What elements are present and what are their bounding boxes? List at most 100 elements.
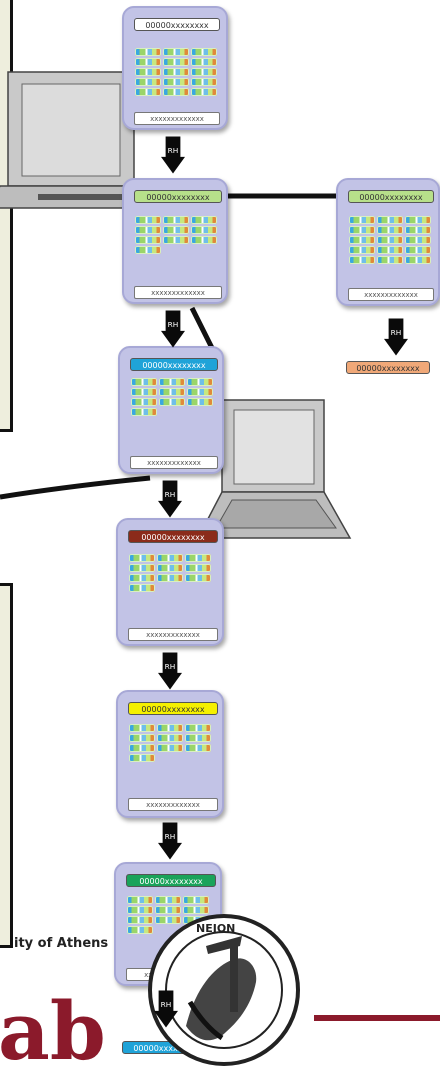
transaction-item (185, 744, 211, 752)
block-footer: xxxxxxxxxxxxx (134, 112, 220, 125)
block[interactable]: 00000xxxxxxxx xxxxxxxxxxxxx (118, 346, 224, 474)
transaction-item (135, 48, 161, 56)
rh-label: RH (165, 490, 176, 499)
left-panel-bottom (0, 583, 13, 948)
rh-arrow-icon: RH (158, 480, 182, 518)
transaction-item (131, 378, 157, 386)
transaction-item (191, 226, 217, 234)
network-link (0, 475, 151, 500)
transaction-item (135, 246, 161, 254)
transaction-item (405, 236, 431, 244)
transaction-item (185, 734, 211, 742)
transaction-item (159, 378, 185, 386)
transaction-item (163, 78, 189, 86)
rh-label: RH (168, 320, 179, 329)
rh-label: RH (165, 832, 176, 841)
transaction-item (131, 388, 157, 396)
transaction-item (191, 48, 217, 56)
block-header: 00000xxxxxxxx (126, 874, 216, 887)
transaction-item (185, 554, 211, 562)
transaction-item (129, 734, 155, 742)
transaction-item (131, 398, 157, 406)
rh-arrow-icon: RH (161, 136, 185, 174)
transaction-item (163, 48, 189, 56)
transaction-item (157, 574, 183, 582)
transaction-item (191, 216, 217, 224)
transaction-item (377, 236, 403, 244)
transaction-list (131, 378, 213, 416)
transaction-item (405, 216, 431, 224)
transaction-item (129, 584, 155, 592)
transaction-item (127, 896, 153, 904)
transaction-item (129, 754, 155, 762)
transaction-item (377, 256, 403, 264)
transaction-item (185, 574, 211, 582)
transaction-item (131, 408, 157, 416)
block-footer: xxxxxxxxxxxxx (128, 628, 218, 641)
block[interactable]: 00000xxxxxxxx xxxxxxxxxxxxx (336, 178, 440, 306)
transaction-item (129, 554, 155, 562)
block-footer: xxxxxxxxxxxxx (348, 288, 434, 301)
transaction-item (349, 226, 375, 234)
block-footer: xxxxxxxxxxxxx (130, 456, 218, 469)
block-footer: xxxxxxxxxxxxx (128, 798, 218, 811)
transaction-list (135, 216, 217, 254)
transaction-item (187, 398, 213, 406)
laptop-icon (196, 399, 352, 539)
block-header: 00000xxxxxxxx (134, 190, 222, 203)
fork-block-header[interactable]: 00000xxxxxxxx (346, 361, 430, 374)
transaction-item (163, 88, 189, 96)
transaction-item (163, 226, 189, 234)
block[interactable]: 00000xxxxxxxx xxxxxxxxxxxxx (116, 690, 224, 818)
brand-rule (314, 1015, 440, 1021)
transaction-item (349, 256, 375, 264)
rh-arrow-icon: RH (158, 822, 182, 860)
transaction-item (377, 226, 403, 234)
transaction-list (349, 216, 431, 264)
rh-arrow-icon: RH (158, 652, 182, 690)
transaction-item (127, 906, 153, 914)
svg-text:ΝΕΙΟΝ: ΝΕΙΟΝ (196, 922, 235, 935)
transaction-item (183, 906, 209, 914)
block-footer: xxxxxxxxxxxxx (134, 286, 222, 299)
transaction-item (163, 216, 189, 224)
transaction-item (349, 246, 375, 254)
rh-label: RH (168, 146, 179, 155)
block-header: 00000xxxxxxxx (348, 190, 434, 203)
transaction-item (157, 744, 183, 752)
block-header: 00000xxxxxxxx (128, 702, 218, 715)
block-header: 00000xxxxxxxx (134, 18, 220, 31)
transaction-item (157, 564, 183, 572)
transaction-item (157, 734, 183, 742)
block[interactable]: 00000xxxxxxxx xxxxxxxxxxxxx (116, 518, 224, 646)
block-header: 00000xxxxxxxx (128, 530, 218, 543)
rh-arrow-icon: RH (384, 318, 408, 356)
transaction-item (127, 926, 153, 934)
block-header: 00000xxxxxxxx (130, 358, 218, 371)
transaction-item (129, 744, 155, 752)
transaction-item (155, 896, 181, 904)
block[interactable]: 00000xxxxxxxx xxxxxxxxxxxxx (122, 6, 228, 130)
transaction-item (135, 226, 161, 234)
transaction-item (405, 256, 431, 264)
transaction-item (163, 236, 189, 244)
block[interactable]: 00000xxxxxxxx xxxxxxxxxxxxx (122, 178, 228, 304)
transaction-item (377, 246, 403, 254)
transaction-item (191, 58, 217, 66)
transaction-item (155, 916, 181, 924)
transaction-list (135, 48, 217, 96)
transaction-item (127, 916, 153, 924)
university-name: ity of Athens (14, 936, 109, 951)
transaction-item (159, 398, 185, 406)
transaction-item (349, 216, 375, 224)
transaction-item (187, 388, 213, 396)
transaction-item (129, 574, 155, 582)
transaction-item (185, 724, 211, 732)
rh-arrow-icon: RH (161, 310, 185, 348)
transaction-item (185, 564, 211, 572)
transaction-item (157, 554, 183, 562)
transaction-item (163, 58, 189, 66)
transaction-item (187, 378, 213, 386)
transaction-item (135, 58, 161, 66)
